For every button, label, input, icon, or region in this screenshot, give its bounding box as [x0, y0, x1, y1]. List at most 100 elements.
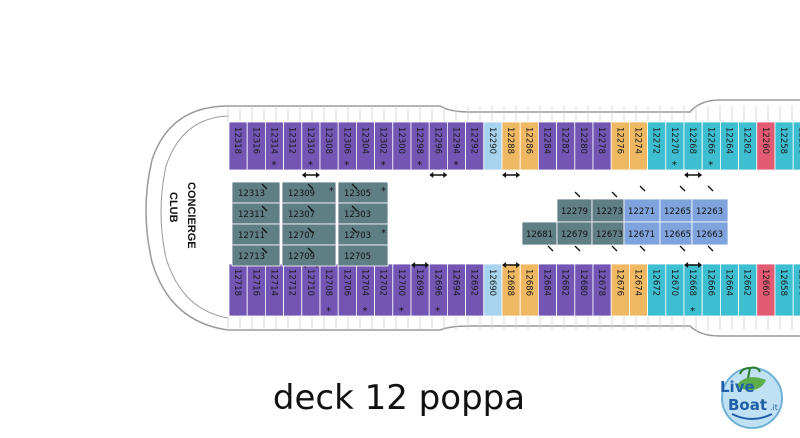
cabin-access-marker-icon: [261, 227, 268, 234]
deck-caption: deck 12 poppa: [0, 378, 800, 418]
cabin-access-marker-icon: [547, 245, 554, 252]
cabin-number: 12714: [269, 269, 279, 296]
cabin-number: 12658: [778, 269, 788, 296]
cabin-number: 12263: [696, 207, 723, 217]
logo-suffix: .it: [770, 403, 778, 412]
cabin-number: 12710: [305, 269, 315, 296]
star-marker-icon: *: [417, 160, 422, 171]
cabin-number: 12304: [360, 127, 370, 154]
connecting-arrow-icon: [516, 262, 521, 268]
cabin-number: 12273: [596, 207, 623, 217]
cabin-number: 12300: [396, 127, 406, 154]
cabin-number: 12313: [238, 189, 265, 199]
cabin-number: 12318: [232, 127, 242, 154]
accessibility-markers: [261, 183, 714, 254]
cabin-access-marker-icon: [261, 205, 268, 212]
cabin-number: 12672: [651, 269, 661, 296]
cabin-number: 12309: [288, 189, 315, 199]
connecting-arrow-icon: [684, 262, 689, 268]
cabin-cell: [281, 244, 337, 267]
cabin-number: 12286: [523, 127, 533, 154]
connecting-arrow-icon: [411, 262, 416, 268]
cabin-access-marker-icon: [707, 245, 714, 252]
cabin-number: 12270: [669, 127, 679, 154]
connecting-arrow-icon: [516, 172, 521, 178]
cabin-number: 12264: [724, 127, 734, 154]
cabin-number: 12282: [560, 127, 570, 154]
cabin-number: 12306: [341, 127, 351, 154]
cabin-number: 12712: [287, 269, 297, 296]
corridor-grid: [227, 106, 793, 330]
cabin-number: 12690: [487, 269, 497, 296]
cabin-number: 12716: [250, 269, 260, 296]
cabin-cell: [231, 244, 281, 267]
cabin-access-marker-icon: [307, 247, 314, 254]
star-marker-icon: *: [381, 160, 386, 171]
star-marker-icon: *: [326, 306, 331, 317]
cabin-number: 12671: [628, 230, 655, 240]
star-marker-icon: *: [329, 186, 334, 197]
connecting-arrow-icon: [684, 172, 689, 178]
cabin-number: 12692: [469, 269, 479, 296]
cabin-number: 12686: [523, 269, 533, 296]
cabin-number: 12279: [561, 207, 588, 217]
cabin-number: 12266: [705, 127, 715, 154]
cabin-access-marker-icon: [261, 183, 268, 190]
liveboat-logo: Live Boat .it: [720, 366, 783, 429]
logo-word-live: Live: [720, 378, 755, 396]
cabin-number: 12296: [432, 127, 442, 154]
cabin-number: 12680: [578, 269, 588, 296]
connecting-arrow-icon: [425, 262, 430, 268]
cabin-access-marker-icon: [707, 185, 714, 192]
cabin-access-marker-icon: [351, 205, 358, 212]
cabin-number: 12256: [796, 127, 800, 154]
cabin-number: 12268: [687, 127, 697, 154]
cabin-number: 12713: [238, 252, 265, 262]
cabin-access-marker-icon: [611, 191, 618, 198]
cabin-number: 12676: [614, 269, 624, 296]
star-marker-icon: *: [435, 306, 440, 317]
cabin-number: 12662: [742, 269, 752, 296]
cabin-number: 12694: [451, 269, 461, 296]
cabin-number: 12314: [269, 127, 279, 154]
connecting-arrow-icon: [698, 172, 703, 178]
concierge-club-label-line1: CONCIERGE: [185, 182, 197, 249]
cabin-cell: [691, 221, 729, 246]
cabin-number: 12312: [287, 127, 297, 154]
logo-island-icon: [736, 377, 766, 390]
logo-word-boat: Boat: [728, 396, 767, 414]
cabin-number: 12666: [705, 269, 715, 296]
cabin-access-marker-icon: [639, 185, 646, 192]
star-marker-icon: *: [381, 186, 386, 197]
cabin-number: 12698: [414, 269, 424, 296]
cabin-number: 12311: [238, 210, 265, 220]
cabin-number: 12278: [596, 127, 606, 154]
connecting-arrow-icon: [301, 172, 306, 178]
cabin-number: 12668: [687, 269, 697, 296]
cabin-number: 12682: [560, 269, 570, 296]
cabin-number: 12664: [724, 269, 734, 296]
cabin-number: 12660: [760, 269, 770, 296]
cabin-number: 12674: [633, 269, 643, 296]
star-marker-icon: *: [381, 228, 386, 239]
cabin-access-marker-icon: [679, 245, 686, 252]
star-marker-icon: *: [272, 160, 277, 171]
cabin-number: 12292: [469, 127, 479, 154]
cabin-number: 12718: [232, 269, 242, 296]
ship-hull-outline: [145, 99, 800, 337]
cabin-number: 12260: [760, 127, 770, 154]
star-marker-icon: *: [308, 160, 313, 171]
cabin-number: 12663: [696, 230, 723, 240]
cabin-access-marker-icon: [307, 205, 314, 212]
star-marker-icon: *: [690, 306, 695, 317]
connecting-arrow-icon: [502, 172, 507, 178]
star-marker-icon: *: [363, 306, 368, 317]
cabin-number: 12307: [288, 210, 315, 220]
cabin-number: 12305: [344, 189, 371, 199]
cabin-number: 12709: [288, 252, 315, 262]
cabin-number: 12711: [238, 231, 265, 241]
cabin-number: 12316: [250, 127, 260, 154]
